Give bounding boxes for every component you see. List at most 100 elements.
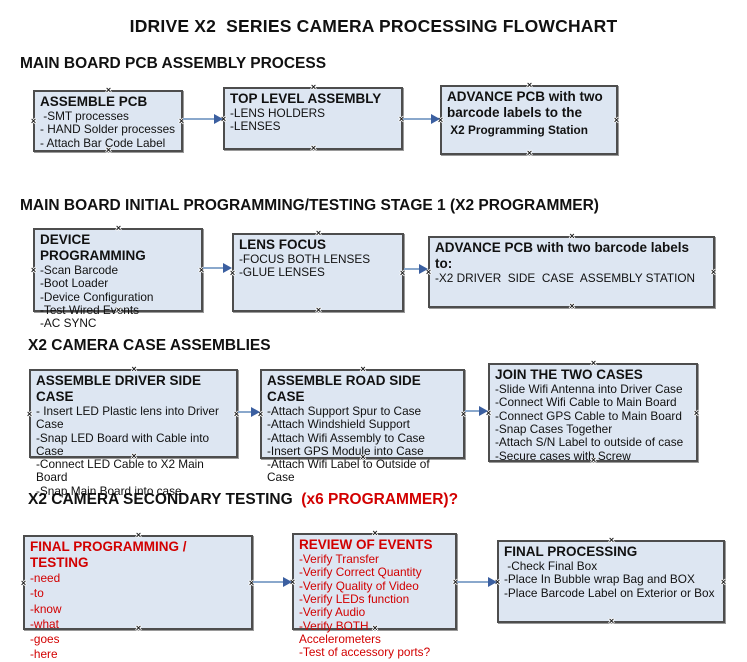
box-item: -Snap LED Board with Cable into Case [36,430,213,458]
box-item: -Place In Bubble wrap Bag and BOX [504,572,695,587]
arrowhead-icon [479,406,488,416]
arrow-line [203,267,225,269]
connection-handle-icon: × [613,115,620,125]
box-title: ADVANCE PCB with two barcode labels to t… [447,89,607,120]
box-item: -Attach S/N Label to outside of case [495,435,684,450]
arrowhead-icon [419,264,428,274]
box-item: -Verify Transfer [299,551,379,566]
box-title: REVIEW OF EVENTS [299,537,433,552]
connection-handle-icon: × [30,116,37,126]
flow-arrow [404,264,428,274]
box-item: -Attach Support Spur to Case [267,403,422,418]
process-box-device-programming: DEVICE PROGRAMMING -Scan Barcode -Boot L… [31,224,204,330]
box-item: -Verify Quality of Video [299,578,419,593]
flow-arrow [457,577,497,587]
process-box-review-of-events: REVIEW OF EVENTS -Verify Transfer -Verif… [290,529,458,660]
box-item: -Scan Barcode [40,262,119,277]
connection-handle-icon: × [569,301,575,311]
box-item: -Verify BOTH Accelerometers [299,618,381,646]
connection-handle-icon: × [710,267,717,277]
box-item: -Attach Wifi Assembly to Case [267,430,425,445]
connection-handle-icon: × [693,407,700,418]
connection-handle-icon: × [310,143,317,153]
process-box-assemble-pcb: ASSEMBLE PCB -SMT processes - HAND Solde… [31,86,184,155]
box-item: -Insert GPS Module into Case [267,443,424,458]
box-item: -know [30,601,62,616]
arrow-line [183,118,216,120]
box-item: -Attach Windshield Support [267,417,410,432]
connection-handle-icon: × [30,265,37,275]
box-item: X2 Programming Station [447,122,588,137]
section-heading-text: X2 CAMERA SECONDARY TESTING [28,491,297,508]
box-item: -Connect GPS Cable to Main Board [495,408,682,423]
box-item: -goes [30,632,60,647]
arrowhead-icon [431,114,440,124]
box-item: -Verify LEDs function [299,591,410,606]
process-box-advance-pcb-driver-side: ADVANCE PCB with two barcode labels to: … [426,232,717,311]
box-item: -Boot Loader [40,276,109,291]
process-box-top-level-assembly: TOP LEVEL ASSEMBLY -LENS HOLDERS -LENSES… [221,83,404,153]
box-item: -Test of accessory ports? [299,645,431,660]
connection-handle-icon: × [608,616,615,626]
box-item: -FOCUS BOTH LENSES [239,251,371,266]
section-heading-initial-programming: MAIN BOARD INITIAL PROGRAMMING/TESTING S… [20,197,599,214]
arrow-line [253,581,285,583]
box-item: -LENSES [230,119,281,134]
arrow-line [465,410,481,412]
box-item: -Test Wired Events [40,302,139,317]
flow-arrow [203,263,232,273]
box-item: -Verify Audio [299,605,366,620]
arrow-line [403,118,433,120]
box-item: -Snap Main Board into case [36,483,182,498]
box-title: JOIN THE TWO CASES [495,367,643,382]
arrowhead-icon [214,114,223,124]
box-item: - Attach Bar Code Label [40,135,166,150]
section-heading-secondary-testing: X2 CAMERA SECONDARY TESTING (x6 PROGRAMM… [28,491,458,509]
box-item: -X2 DRIVER SIDE CASE ASSEMBLY STATION [435,270,696,285]
box-item: -Connect LED Cable to X2 Main Board [36,457,208,485]
arrow-line [404,268,421,270]
box-item: -Device Configuration [40,289,154,304]
section-heading-case-assemblies: X2 CAMERA CASE ASSEMBLIES [28,337,271,354]
box-item: -what [30,616,59,631]
box-item: -Place Barcode Label on Exterior or Box [504,585,715,600]
flow-arrow [238,407,260,417]
box-item: -Verify Correct Quantity [299,565,422,580]
box-item: -Connect Wifi Cable to Main Board [495,395,677,410]
box-item: - Insert LED Plastic lens into Driver Ca… [36,403,223,432]
box-item: -to [30,586,44,601]
connection-handle-icon: × [315,305,322,315]
process-box-lens-focus: LENS FOCUS -FOCUS BOTH LENSES -GLUE LENS… [230,229,405,315]
box-item: -LENS HOLDERS [230,105,326,120]
box-title: FINAL PROGRAMMING / TESTING [30,539,191,570]
arrow-line [457,581,490,583]
arrow-line [238,411,253,413]
section-heading-red-note: (x6 PROGRAMMER)? [297,491,459,508]
arrowhead-icon [488,577,497,587]
box-item: -need [30,570,61,585]
flow-arrow [253,577,292,587]
process-box-assemble-road-side-case: ASSEMBLE ROAD SIDE CASE -Attach Support … [258,365,466,485]
section-heading-pcb-assembly: MAIN BOARD PCB ASSEMBLY PROCESS [20,55,327,72]
connection-handle-icon: × [26,408,33,419]
arrowhead-icon [223,263,232,273]
box-item: -GLUE LENSES [239,265,325,280]
flowchart-title: IDRIVE X2 SERIES CAMERA PROCESSING FLOWC… [129,16,618,36]
box-title: FINAL PROCESSING [504,544,638,559]
connection-handle-icon: × [20,577,27,588]
arrowhead-icon [283,577,292,587]
arrowhead-icon [251,407,260,417]
process-box-join-the-two-cases: JOIN THE TWO CASES -Slide Wifi Antenna i… [486,359,700,465]
box-item: -Secure cases with Screw [495,448,631,463]
box-title: TOP LEVEL ASSEMBLY [230,91,382,106]
box-item: -Slide Wifi Antenna into Driver Case [495,381,683,396]
process-box-final-programming-testing: FINAL PROGRAMMING / TESTING -need -to -k… [21,531,254,662]
box-item: -Check Final Box [504,558,598,573]
process-box-assemble-driver-side-case: ASSEMBLE DRIVER SIDE CASE - Insert LED P… [27,365,239,498]
box-title: ASSEMBLE DRIVER SIDE CASE [36,373,205,404]
box-title: LENS FOCUS [239,237,327,252]
box-title: ASSEMBLE PCB [40,94,148,109]
box-title: ASSEMBLE ROAD SIDE CASE [267,373,425,404]
box-item: - HAND Solder processes [40,122,176,137]
